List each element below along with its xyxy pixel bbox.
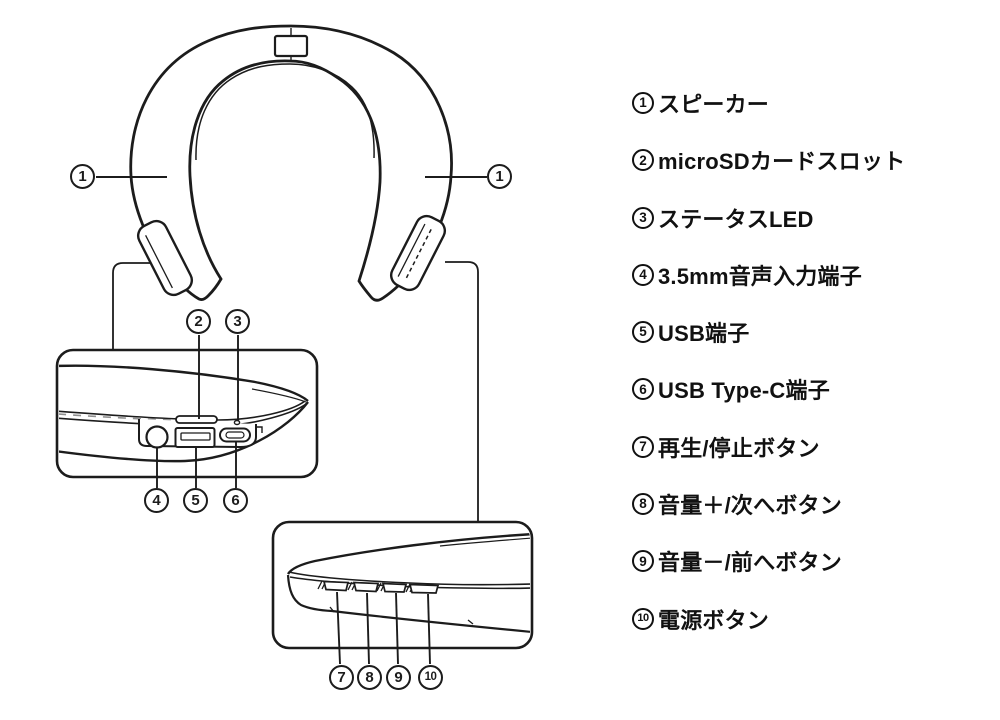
speaker-pad-left xyxy=(136,219,194,297)
legend-item-aux-input: 4 3.5mm音声入力端子 xyxy=(632,263,905,289)
legend-item-microsd-slot: 2 microSDカードスロット xyxy=(632,148,905,174)
button-callout-leaders xyxy=(336,591,431,665)
legend-label-play-stop: 再生/停止ボタン xyxy=(658,435,820,461)
neckband-band xyxy=(129,24,453,302)
callout-3: 3 xyxy=(225,309,250,334)
legend-label-volume-up-next: 音量＋/次へボタン xyxy=(658,493,842,519)
volume-down-button xyxy=(381,582,408,593)
callout-2: 2 xyxy=(186,309,211,334)
volume-up-button xyxy=(352,581,380,593)
callout-1-left: 1 xyxy=(70,164,95,189)
legend-label-usb-port: USB端子 xyxy=(658,321,750,347)
callout-4: 4 xyxy=(144,488,169,513)
callout-6: 6 xyxy=(223,488,248,513)
legend-num-6: 6 xyxy=(632,378,654,401)
callout-10: 10 xyxy=(418,665,443,690)
legend-label-power: 電源ボタン xyxy=(658,607,770,633)
legend-item-usb-port: 5 USB端子 xyxy=(632,320,905,346)
legend-label-speaker: スピーカー xyxy=(658,92,770,117)
legend-item-volume-up-next: 8 音量＋/次へボタン xyxy=(632,492,905,518)
legend-item-play-stop: 7 再生/停止ボタン xyxy=(632,435,905,461)
callout-7: 7 xyxy=(329,665,354,690)
speaker-pad-right xyxy=(389,214,447,292)
legend: 1 スピーカー 2 microSDカードスロット 3 ステータスLED 4 3.… xyxy=(632,91,905,633)
legend-num-5: 5 xyxy=(632,321,654,344)
legend-num-1: 1 xyxy=(632,92,654,114)
neckband-speaker-outline xyxy=(129,24,453,302)
legend-num-10: 10 xyxy=(632,607,654,630)
legend-item-power: 10 電源ボタン xyxy=(632,607,905,633)
legend-item-volume-down-prev: 9 音量－/前へボタン xyxy=(632,549,905,575)
audio-jack xyxy=(145,425,169,449)
legend-item-status-led: 3 ステータスLED xyxy=(632,206,905,232)
neckband-inner-seam xyxy=(195,63,375,161)
legend-num-9: 9 xyxy=(632,550,654,573)
microsd-slot xyxy=(175,415,218,424)
callout-9: 9 xyxy=(386,665,411,690)
power-button xyxy=(408,583,440,594)
legend-label-usb-c-port: USB Type-C端子 xyxy=(658,378,830,404)
legend-num-4: 4 xyxy=(632,263,654,286)
legend-item-speaker: 1 スピーカー xyxy=(632,91,905,117)
legend-label-volume-down-prev: 音量－/前へボタン xyxy=(658,550,842,576)
port-callout-leaders xyxy=(156,335,239,488)
legend-label-aux-input: 3.5mm音声入力端子 xyxy=(658,263,862,289)
legend-num-3: 3 xyxy=(632,206,654,229)
legend-num-7: 7 xyxy=(632,435,654,458)
detail-box-buttons-art xyxy=(286,532,530,634)
status-led xyxy=(233,419,241,426)
neckband-top-plate xyxy=(273,34,309,58)
usb-c-port xyxy=(219,427,251,443)
legend-num-2: 2 xyxy=(632,149,654,172)
device-diagram xyxy=(55,24,534,665)
zoom-leader-lines xyxy=(112,261,479,523)
legend-label-status-led: ステータスLED xyxy=(658,206,814,232)
callout-1-right: 1 xyxy=(487,164,512,189)
callout-5: 5 xyxy=(183,488,208,513)
legend-num-8: 8 xyxy=(632,493,654,516)
detail-box-ports-art xyxy=(59,364,309,463)
play-stop-button xyxy=(322,580,350,592)
legend-item-usb-c-port: 6 USB Type-C端子 xyxy=(632,377,905,403)
legend-label-microsd-slot: microSDカードスロット xyxy=(658,149,906,175)
callout-8: 8 xyxy=(357,665,382,690)
